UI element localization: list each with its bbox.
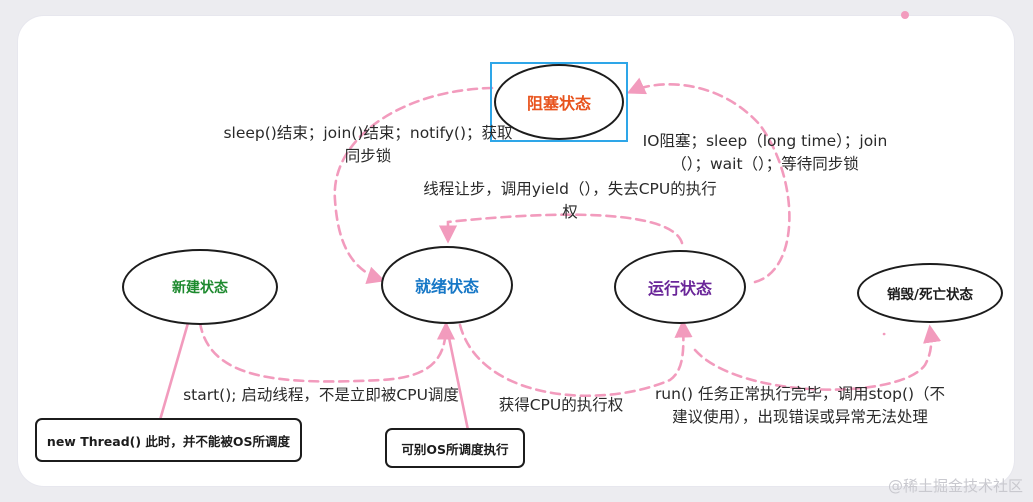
arrow-running-to-terminated <box>693 324 942 391</box>
terminated-state-label: 销毁/死亡状态 <box>887 287 973 303</box>
label-running-to-terminated: run() 任务正常执行完毕，调用stop()（不建议使用），出现错误或异常无法… <box>654 385 946 426</box>
ready-scheduled-note: 可别OS所调度执行 <box>385 428 525 468</box>
label-running-to-blocked: IO阻塞；sleep（long time）；join（）；wait（）；等待同步… <box>642 132 888 173</box>
terminated-state: 销毁/死亡状态 <box>857 263 1003 323</box>
corner-dot <box>901 11 909 19</box>
label-blocked-to-ready: sleep()结束；join()结束；notify()；获取同步锁 <box>223 124 513 165</box>
ready-scheduled-note-text: 可别OS所调度执行 <box>401 441 509 457</box>
new-thread-note: new Thread() 此时，并不能被OS所调度 <box>35 418 302 462</box>
new-thread-note-text: new Thread() 此时，并不能被OS所调度 <box>46 433 291 449</box>
label-ready-to-running: 获得CPU的执行权 <box>498 396 624 414</box>
pointer-new-note <box>158 321 190 422</box>
label-running-to-ready: 线程让步，调用yield（），失去CPU的执行权 <box>423 180 717 221</box>
arrow-new-to-ready <box>198 321 456 383</box>
blocked-state-selection-frame <box>490 62 628 142</box>
new-state-label: 新建状态 <box>172 280 228 296</box>
ready-state: 就绪状态 <box>381 246 513 324</box>
blocked-state-label: 阻塞状态 <box>526 94 591 113</box>
running-state-label: 运行状态 <box>647 279 712 298</box>
label-new-to-ready: start(); 启动线程，不是立即被CPU调度 <box>183 386 459 404</box>
arrow-running-to-ready <box>438 213 684 245</box>
pointer-ready-note <box>444 321 470 432</box>
blocked-state: 阻塞状态 <box>494 64 624 140</box>
running-state: 运行状态 <box>614 250 746 324</box>
watermark: @稀土掘金技术社区 <box>887 477 1023 495</box>
arrow-ready-to-running <box>458 319 693 398</box>
arrow-blocked-to-ready <box>333 86 494 285</box>
ready-state-label: 就绪状态 <box>414 277 479 296</box>
new-state: 新建状态 <box>122 249 278 325</box>
